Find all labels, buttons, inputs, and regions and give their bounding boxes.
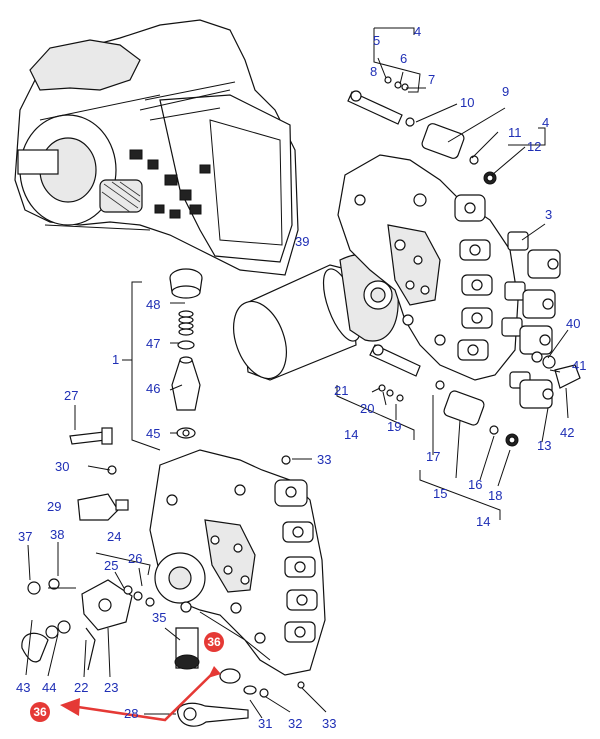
callout-13: 13 — [537, 438, 551, 453]
callout-27: 27 — [64, 388, 78, 403]
callout-33-bottom: 33 — [322, 716, 336, 731]
callout-4-right: 4 — [542, 115, 549, 130]
callout-15: 15 — [433, 486, 447, 501]
spool-valve-upper — [347, 76, 497, 185]
valve-block-upper — [337, 154, 519, 381]
callout-4-top: 4 — [414, 24, 421, 39]
svg-text:36: 36 — [207, 635, 221, 649]
callout-10: 10 — [460, 95, 474, 110]
callout-42: 42 — [560, 425, 574, 440]
callout-36-highlight-top: 36 — [204, 632, 224, 652]
callout-46: 46 — [146, 381, 160, 396]
callout-1: 1 — [112, 352, 119, 367]
callout-40: 40 — [566, 316, 580, 331]
callout-3: 3 — [545, 207, 552, 222]
callout-8: 8 — [370, 64, 377, 79]
callout-14-low: 14 — [476, 514, 490, 529]
callout-35: 35 — [152, 610, 166, 625]
valve-block-lower — [149, 449, 326, 689]
spool-valve-middle — [369, 344, 519, 447]
callout-43: 43 — [16, 680, 30, 695]
callout-21: 21 — [334, 383, 348, 398]
callout-5: 5 — [373, 33, 380, 48]
callout-45: 45 — [146, 426, 160, 441]
callout-6: 6 — [400, 51, 407, 66]
callout-47: 47 — [146, 336, 160, 351]
callout-labels: 4 5 6 7 8 9 10 4 11 12 3 39 48 40 47 1 4… — [16, 24, 586, 731]
callout-37: 37 — [18, 529, 32, 544]
callout-30: 30 — [55, 459, 69, 474]
svg-text:36: 36 — [33, 705, 47, 719]
callout-9: 9 — [502, 84, 509, 99]
callout-31: 31 — [258, 716, 272, 731]
callout-22: 22 — [74, 680, 88, 695]
callout-38: 38 — [50, 527, 64, 542]
callout-19: 19 — [387, 419, 401, 434]
callout-24: 24 — [107, 529, 121, 544]
relief-valve-stack — [169, 268, 203, 439]
callout-26: 26 — [128, 551, 142, 566]
callout-29: 29 — [47, 499, 61, 514]
callout-17: 17 — [426, 449, 440, 464]
tractor-housing-drawing — [14, 19, 299, 276]
lower-left-parts — [21, 427, 269, 727]
callout-7: 7 — [428, 72, 435, 87]
callout-28: 28 — [124, 706, 138, 721]
callout-14-mid: 14 — [344, 427, 358, 442]
callout-39: 39 — [295, 234, 309, 249]
callout-33-top: 33 — [317, 452, 331, 467]
callout-48: 48 — [146, 297, 160, 312]
callout-11: 11 — [508, 125, 522, 140]
callout-23: 23 — [104, 680, 118, 695]
callout-36-highlight-bottom: 36 — [30, 702, 50, 722]
callout-32: 32 — [288, 716, 302, 731]
callout-41: 41 — [572, 358, 586, 373]
callout-12: 12 — [527, 139, 541, 154]
callout-25: 25 — [104, 558, 118, 573]
oil-filter-part — [233, 253, 399, 381]
leader-lines — [25, 27, 569, 719]
callout-20: 20 — [360, 401, 374, 416]
solenoid-valves-right — [501, 231, 581, 409]
callout-18: 18 — [488, 488, 502, 503]
callout-16: 16 — [468, 477, 482, 492]
callout-44: 44 — [42, 680, 56, 695]
highlight-arrows — [60, 666, 221, 722]
